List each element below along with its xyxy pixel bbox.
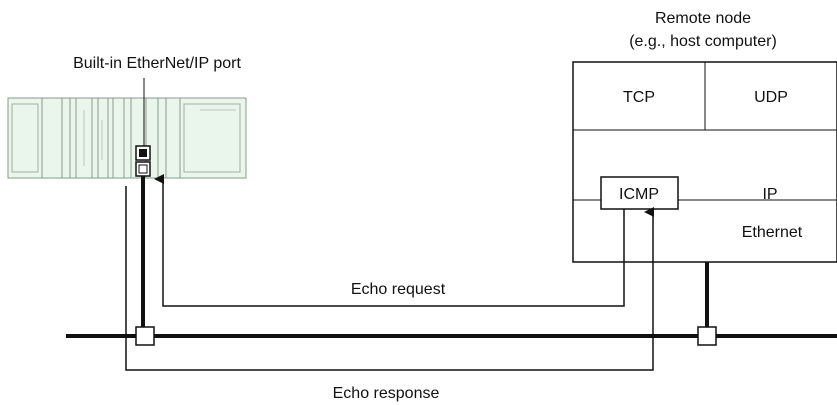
plc-controller (7, 97, 247, 179)
ip-label: IP (762, 186, 777, 203)
icmp-label: ICMP (619, 186, 659, 203)
remote-node-title: Remote node (655, 10, 751, 27)
echo-response-arrow (125, 186, 654, 371)
plc-tap-connector (135, 326, 155, 346)
tcp-label: TCP (623, 89, 655, 106)
udp-label: UDP (754, 89, 788, 106)
echo-request-arrow (154, 174, 625, 307)
remote-tap-connector (697, 326, 717, 346)
echo-request-label: Echo request (351, 281, 446, 298)
icmp-box (600, 176, 679, 210)
ethernet-label: Ethernet (742, 224, 803, 241)
port-label: Built-in EtherNet/IP port (73, 55, 241, 72)
echo-response-label: Echo response (333, 385, 440, 402)
remote-node-subtitle: (e.g., host computer) (629, 33, 777, 50)
